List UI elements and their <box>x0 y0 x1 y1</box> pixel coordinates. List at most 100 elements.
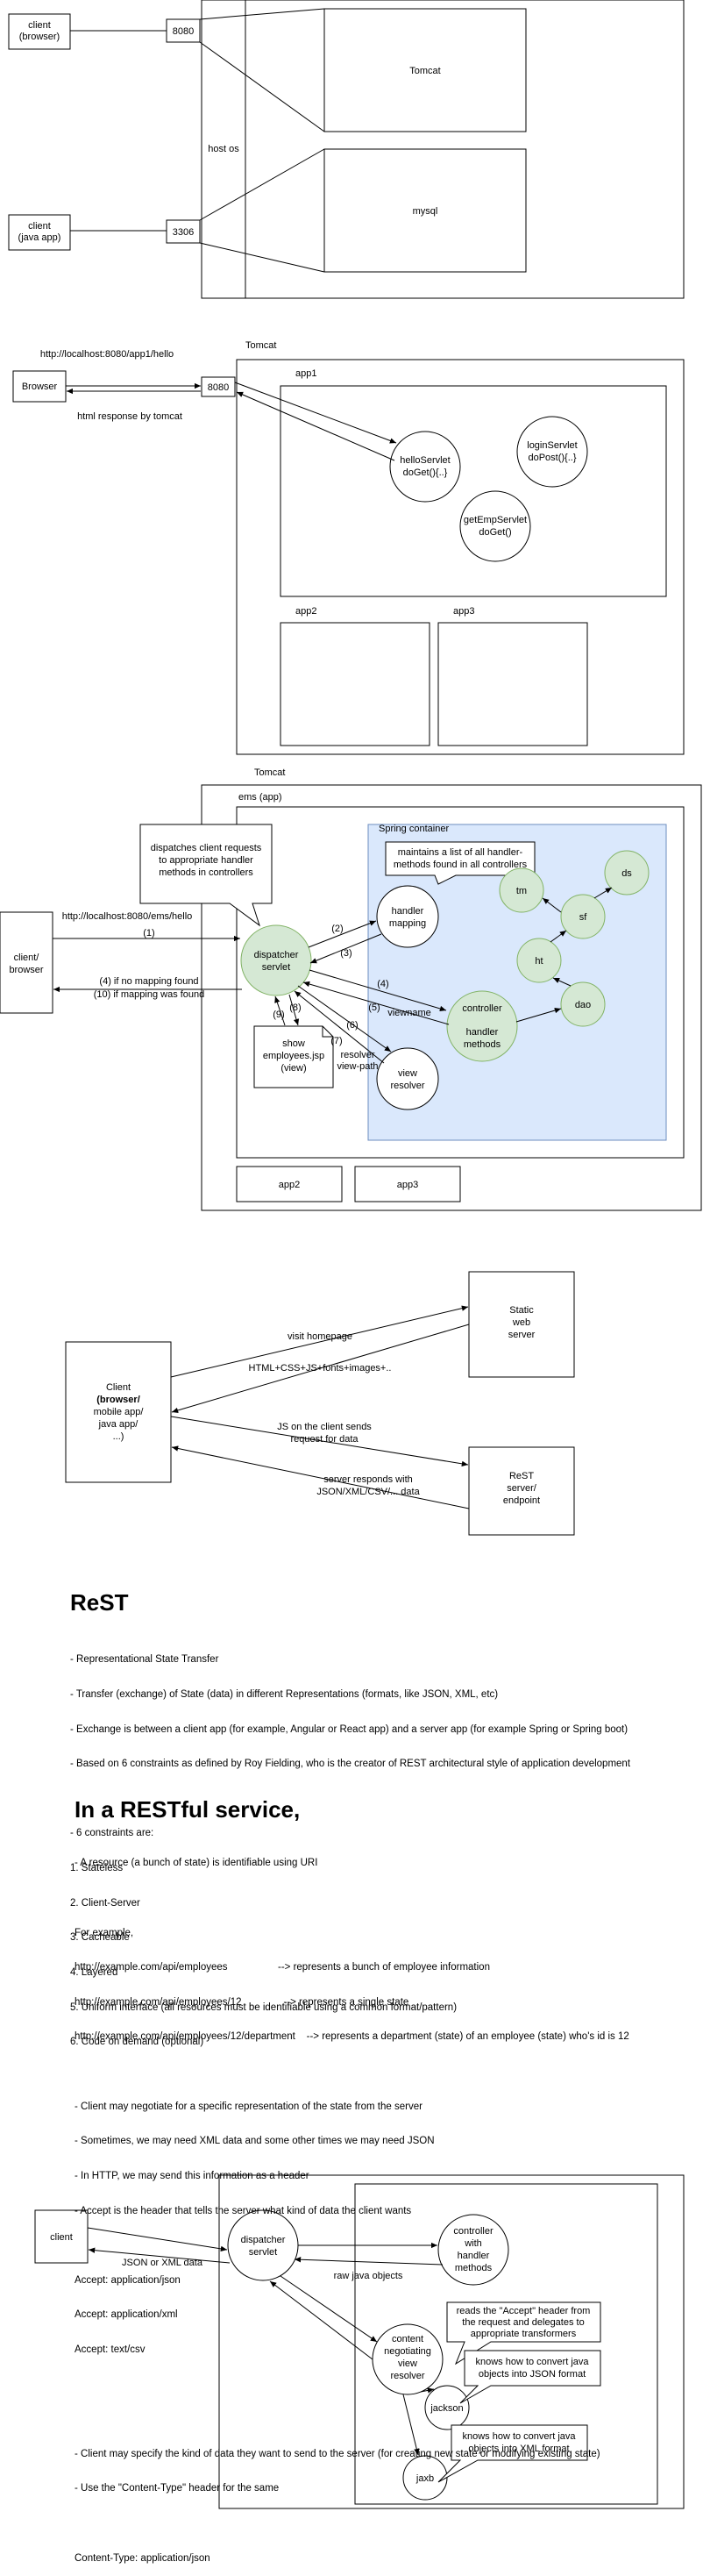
app1-box[interactable] <box>280 385 667 597</box>
controller-node[interactable] <box>446 990 518 1062</box>
request-url: http://localhost:8080/ems/hello <box>62 911 193 922</box>
hello-servlet-label: helloServlet <box>400 455 450 466</box>
restful-line: Accept: text/csv <box>75 2344 146 2355</box>
controller-label: methods <box>464 1039 501 1050</box>
restful-line: - Accept is the header that tells the se… <box>75 2205 412 2216</box>
handler-mapping-label: handler <box>392 906 424 917</box>
dao-node[interactable] <box>560 981 606 1027</box>
getemp-servlet-node[interactable] <box>459 490 531 562</box>
client-browser-box[interactable] <box>0 911 53 1014</box>
edge-tm-sf <box>542 897 562 913</box>
port-3306-box[interactable] <box>166 219 201 244</box>
json-callout <box>459 2350 601 2404</box>
hello-servlet-node[interactable] <box>389 431 461 503</box>
cnvr-label: negotiating <box>384 2346 431 2357</box>
restful-line: ​ <box>75 2518 629 2530</box>
app2-box[interactable] <box>236 1166 343 1202</box>
show-view-label: show <box>282 1038 305 1049</box>
rest-line: 2. Client-Server <box>70 1897 140 1909</box>
cnvr-to-jackson <box>420 2387 435 2394</box>
controller-label: handler <box>458 2251 490 2261</box>
visit-homepage-label: visit homepage <box>288 1331 352 1342</box>
dispatch-callout-text: methods in controllers <box>159 867 253 878</box>
restful-line: ​ <box>75 2380 629 2391</box>
outer-box[interactable] <box>218 2174 685 2509</box>
sf-node[interactable] <box>560 894 606 939</box>
dispatcher-servlet-node[interactable] <box>240 924 312 996</box>
restful-line: - Use the "Content-Type" header for the … <box>75 2483 280 2494</box>
dispatch-callout <box>139 824 273 927</box>
tomcat-box[interactable] <box>236 359 685 755</box>
app2-label: app2 <box>279 1180 300 1190</box>
login-servlet-node[interactable] <box>516 416 588 488</box>
port-8080-label: 8080 <box>173 26 194 37</box>
tomcat-box[interactable] <box>201 784 702 1211</box>
edge-6 <box>297 985 392 1053</box>
restful-line: ​ <box>75 2240 629 2251</box>
handler-mapping-node[interactable] <box>376 885 439 948</box>
port-8080-label: 8080 <box>208 382 229 393</box>
client-box[interactable] <box>34 2209 89 2264</box>
client-browser-box[interactable] <box>8 13 71 50</box>
ds-node[interactable] <box>604 850 650 896</box>
mysql-link-top <box>199 148 325 221</box>
ht-node[interactable] <box>516 938 562 983</box>
view-resolver-node[interactable] <box>376 1047 439 1110</box>
host-os-box[interactable] <box>201 0 685 299</box>
restful-line: Content-Type: application/json <box>75 2552 210 2564</box>
tomcat-label: Tomcat <box>245 340 276 351</box>
ems-app-box[interactable] <box>236 806 685 1159</box>
json-callout-text: knows how to convert java <box>475 2357 589 2367</box>
client-java-box[interactable] <box>8 214 71 251</box>
static-server-box[interactable] <box>468 1271 575 1378</box>
dispatcher-servlet-label: servlet <box>249 2247 277 2258</box>
controller-to-dispatcher <box>294 2257 444 2266</box>
rest-server-label: ReST <box>509 1471 534 1481</box>
port-8080-box[interactable] <box>166 18 201 43</box>
jackson-node[interactable] <box>424 2385 470 2430</box>
app2-box[interactable] <box>280 622 430 746</box>
edge-controller-dao <box>515 1007 562 1023</box>
rest-line: 6. Code on demand (optional) <box>70 2037 204 2048</box>
diagram-canvas: client (browser) client (java app) 8080 … <box>0 0 702 2509</box>
edge-9-label: (9) <box>273 1010 284 1020</box>
ems-app-label: ems (app) <box>238 792 282 803</box>
mysql-box[interactable] <box>323 148 527 273</box>
tm-label: tm <box>516 886 527 896</box>
browser-box[interactable] <box>12 370 67 403</box>
client-browser-label: client/ <box>14 953 40 963</box>
dispatcher-servlet-label: dispatcher <box>241 2235 286 2245</box>
rest-line: - Exchange is between a client app (for … <box>70 1723 628 1735</box>
xml-callout-text: knows how to convert java <box>462 2431 576 2442</box>
edge-5 <box>302 981 450 1025</box>
getemp-servlet-label: getEmpServlet <box>464 515 527 525</box>
restful-line: Accept: application/json <box>75 2274 181 2286</box>
edge-ht-sf <box>550 930 567 943</box>
port-8080-box[interactable] <box>201 376 236 397</box>
app3-label: app3 <box>453 606 474 617</box>
rest-line: - 6 constraints are: <box>70 1828 154 1839</box>
mapping-callout-text: maintains a list of all handler- <box>398 847 523 858</box>
tomcat-box[interactable] <box>323 8 527 132</box>
client-browser-label: (browser) <box>19 32 60 42</box>
rest-line: - Based on 6 constraints as defined by R… <box>70 1759 631 1770</box>
diagram-content-negotiation <box>34 2174 685 2509</box>
tm-node[interactable] <box>499 867 544 913</box>
diagram-servlets <box>12 359 685 755</box>
restful-line: ​ <box>75 2414 629 2425</box>
client-box[interactable] <box>65 1341 172 1483</box>
restful-line: ​ <box>75 2066 629 2078</box>
resolver-viewpath-label: resolver <box>340 1050 374 1060</box>
hello-request-edge <box>234 382 397 444</box>
host-os-label: host os <box>208 144 239 154</box>
app3-box[interactable] <box>354 1166 461 1202</box>
edge-4-back-label: (4) if no mapping found <box>99 976 198 987</box>
diagram-rest-clients <box>65 1271 575 1536</box>
edge-8 <box>288 994 300 1026</box>
inner-box[interactable] <box>354 2183 658 2505</box>
server-responds-edge <box>171 1445 470 1509</box>
rest-server-box[interactable] <box>468 1446 575 1536</box>
app3-box[interactable] <box>437 622 588 746</box>
controller-node[interactable] <box>437 2214 509 2286</box>
edge-4-label: (4) <box>377 979 388 989</box>
